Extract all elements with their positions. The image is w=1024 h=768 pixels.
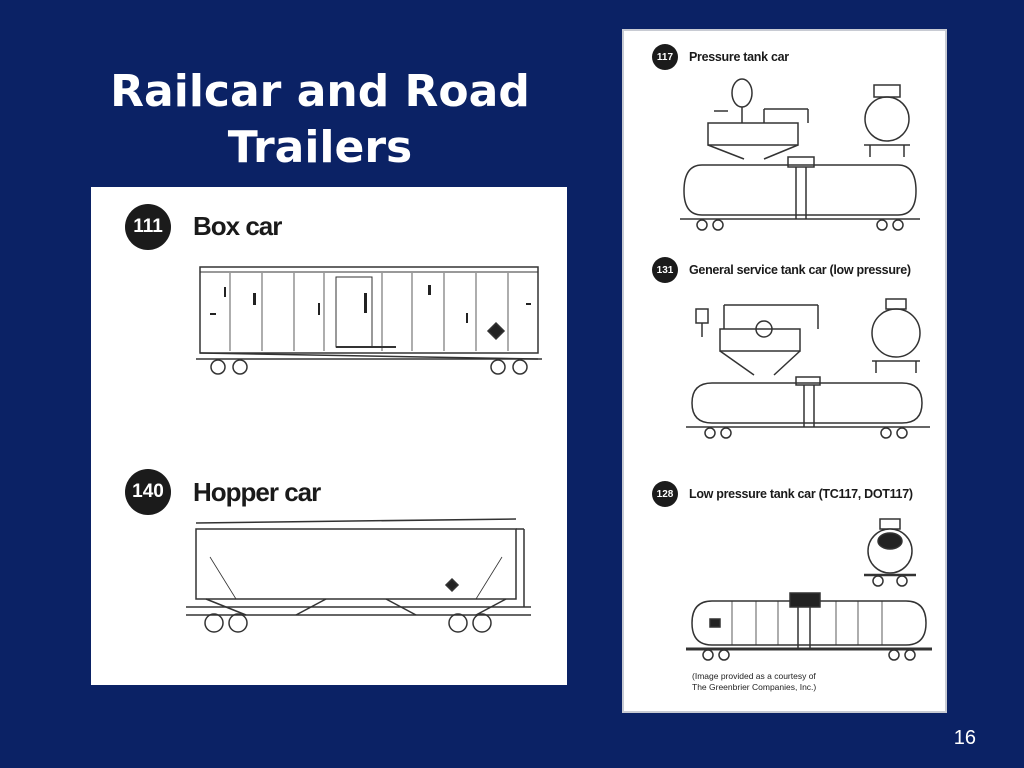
general-service-tank-car-label: General service tank car (low pressure) [689,263,911,277]
pressure-tank-car-end-view-drawing [860,83,914,159]
box-car-drawing [196,263,544,379]
slide-title: Railcar and Road Trailers [110,66,530,173]
box-car-label: Box car [193,211,282,241]
right-railcar-panel: 117 Pressure tank car [622,29,947,713]
general-service-tank-car-end-view-drawing [868,297,924,377]
general-service-tank-car-guide-number-badge: 131 [652,257,678,283]
general-service-tank-car-valve-detail-drawing [694,297,824,377]
slide-page-number: 16 [953,727,976,749]
image-credit-line-2: The Greenbrier Companies, Inc.) [692,682,817,692]
left-railcar-panel: 111 Box car [91,187,567,685]
low-pressure-tank-car-end-view-drawing [860,517,920,589]
low-pressure-tank-car-guide-number-badge: 128 [652,481,678,507]
pressure-tank-car-side-view-drawing [680,157,920,233]
hopper-car-guide-number-badge: 140 [125,469,171,515]
pressure-tank-car-guide-number-badge: 117 [652,44,678,70]
image-credit-line-1: (Image provided as a courtesy of [692,671,816,681]
image-credit-note: (Image provided as a courtesy of The Gre… [692,671,816,693]
low-pressure-tank-car-side-view-drawing [686,593,932,663]
hopper-car-label: Hopper car [193,477,321,507]
pressure-tank-car-valve-detail-drawing [704,73,814,161]
hopper-car-drawing [186,517,536,637]
low-pressure-tank-car-label: Low pressure tank car (TC117, DOT117) [689,487,913,501]
general-service-tank-car-side-view-drawing [686,377,930,443]
pressure-tank-car-label: Pressure tank car [689,50,789,64]
box-car-guide-number-badge: 111 [125,204,171,250]
